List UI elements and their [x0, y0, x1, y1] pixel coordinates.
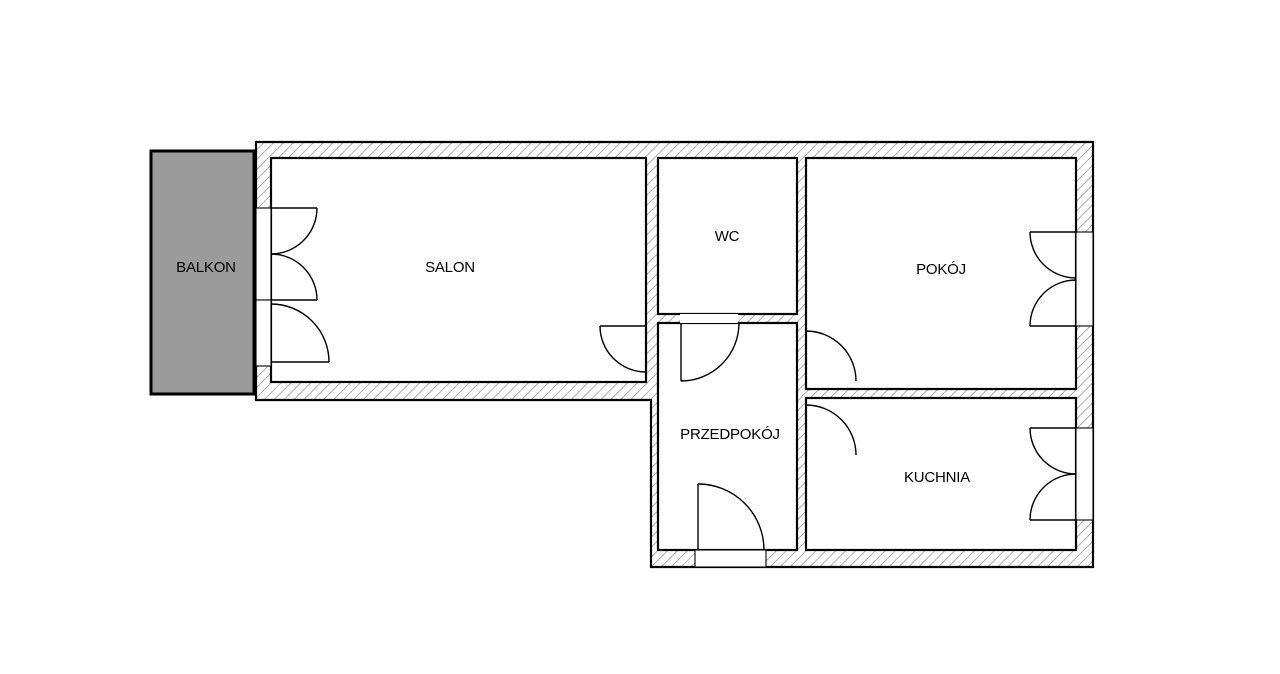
door-wc — [680, 322, 740, 382]
label-przedpokoj: PRZEDPOKÓJ — [680, 426, 780, 443]
window-salon-lower — [255, 299, 272, 367]
door-salon — [599, 325, 647, 373]
door-entrance — [697, 483, 765, 551]
window-kuchnia — [1075, 427, 1094, 521]
door-kuchnia — [805, 404, 857, 456]
door-balcony-upper — [270, 207, 318, 301]
window-pokoj-casement — [1029, 231, 1077, 327]
door-pokoj — [805, 330, 857, 382]
window-pokoj — [1075, 231, 1094, 327]
doorway-wc — [680, 314, 738, 323]
room-wc — [656, 156, 799, 316]
window-kuchnia-casement — [1029, 427, 1077, 521]
window-salon-upper — [255, 207, 272, 301]
door-balcony-lower — [270, 303, 330, 363]
entrance-opening — [694, 549, 767, 568]
label-wc: WC — [715, 228, 740, 245]
label-pokoj: POKÓJ — [916, 261, 966, 278]
room-salon — [269, 156, 648, 384]
balcony — [149, 149, 256, 396]
room-pokoj — [804, 156, 1078, 391]
label-salon: SALON — [425, 259, 475, 276]
label-balkon: BALKON — [176, 259, 236, 276]
room-kuchnia — [804, 396, 1078, 552]
label-kuchnia: KUCHNIA — [904, 469, 970, 486]
